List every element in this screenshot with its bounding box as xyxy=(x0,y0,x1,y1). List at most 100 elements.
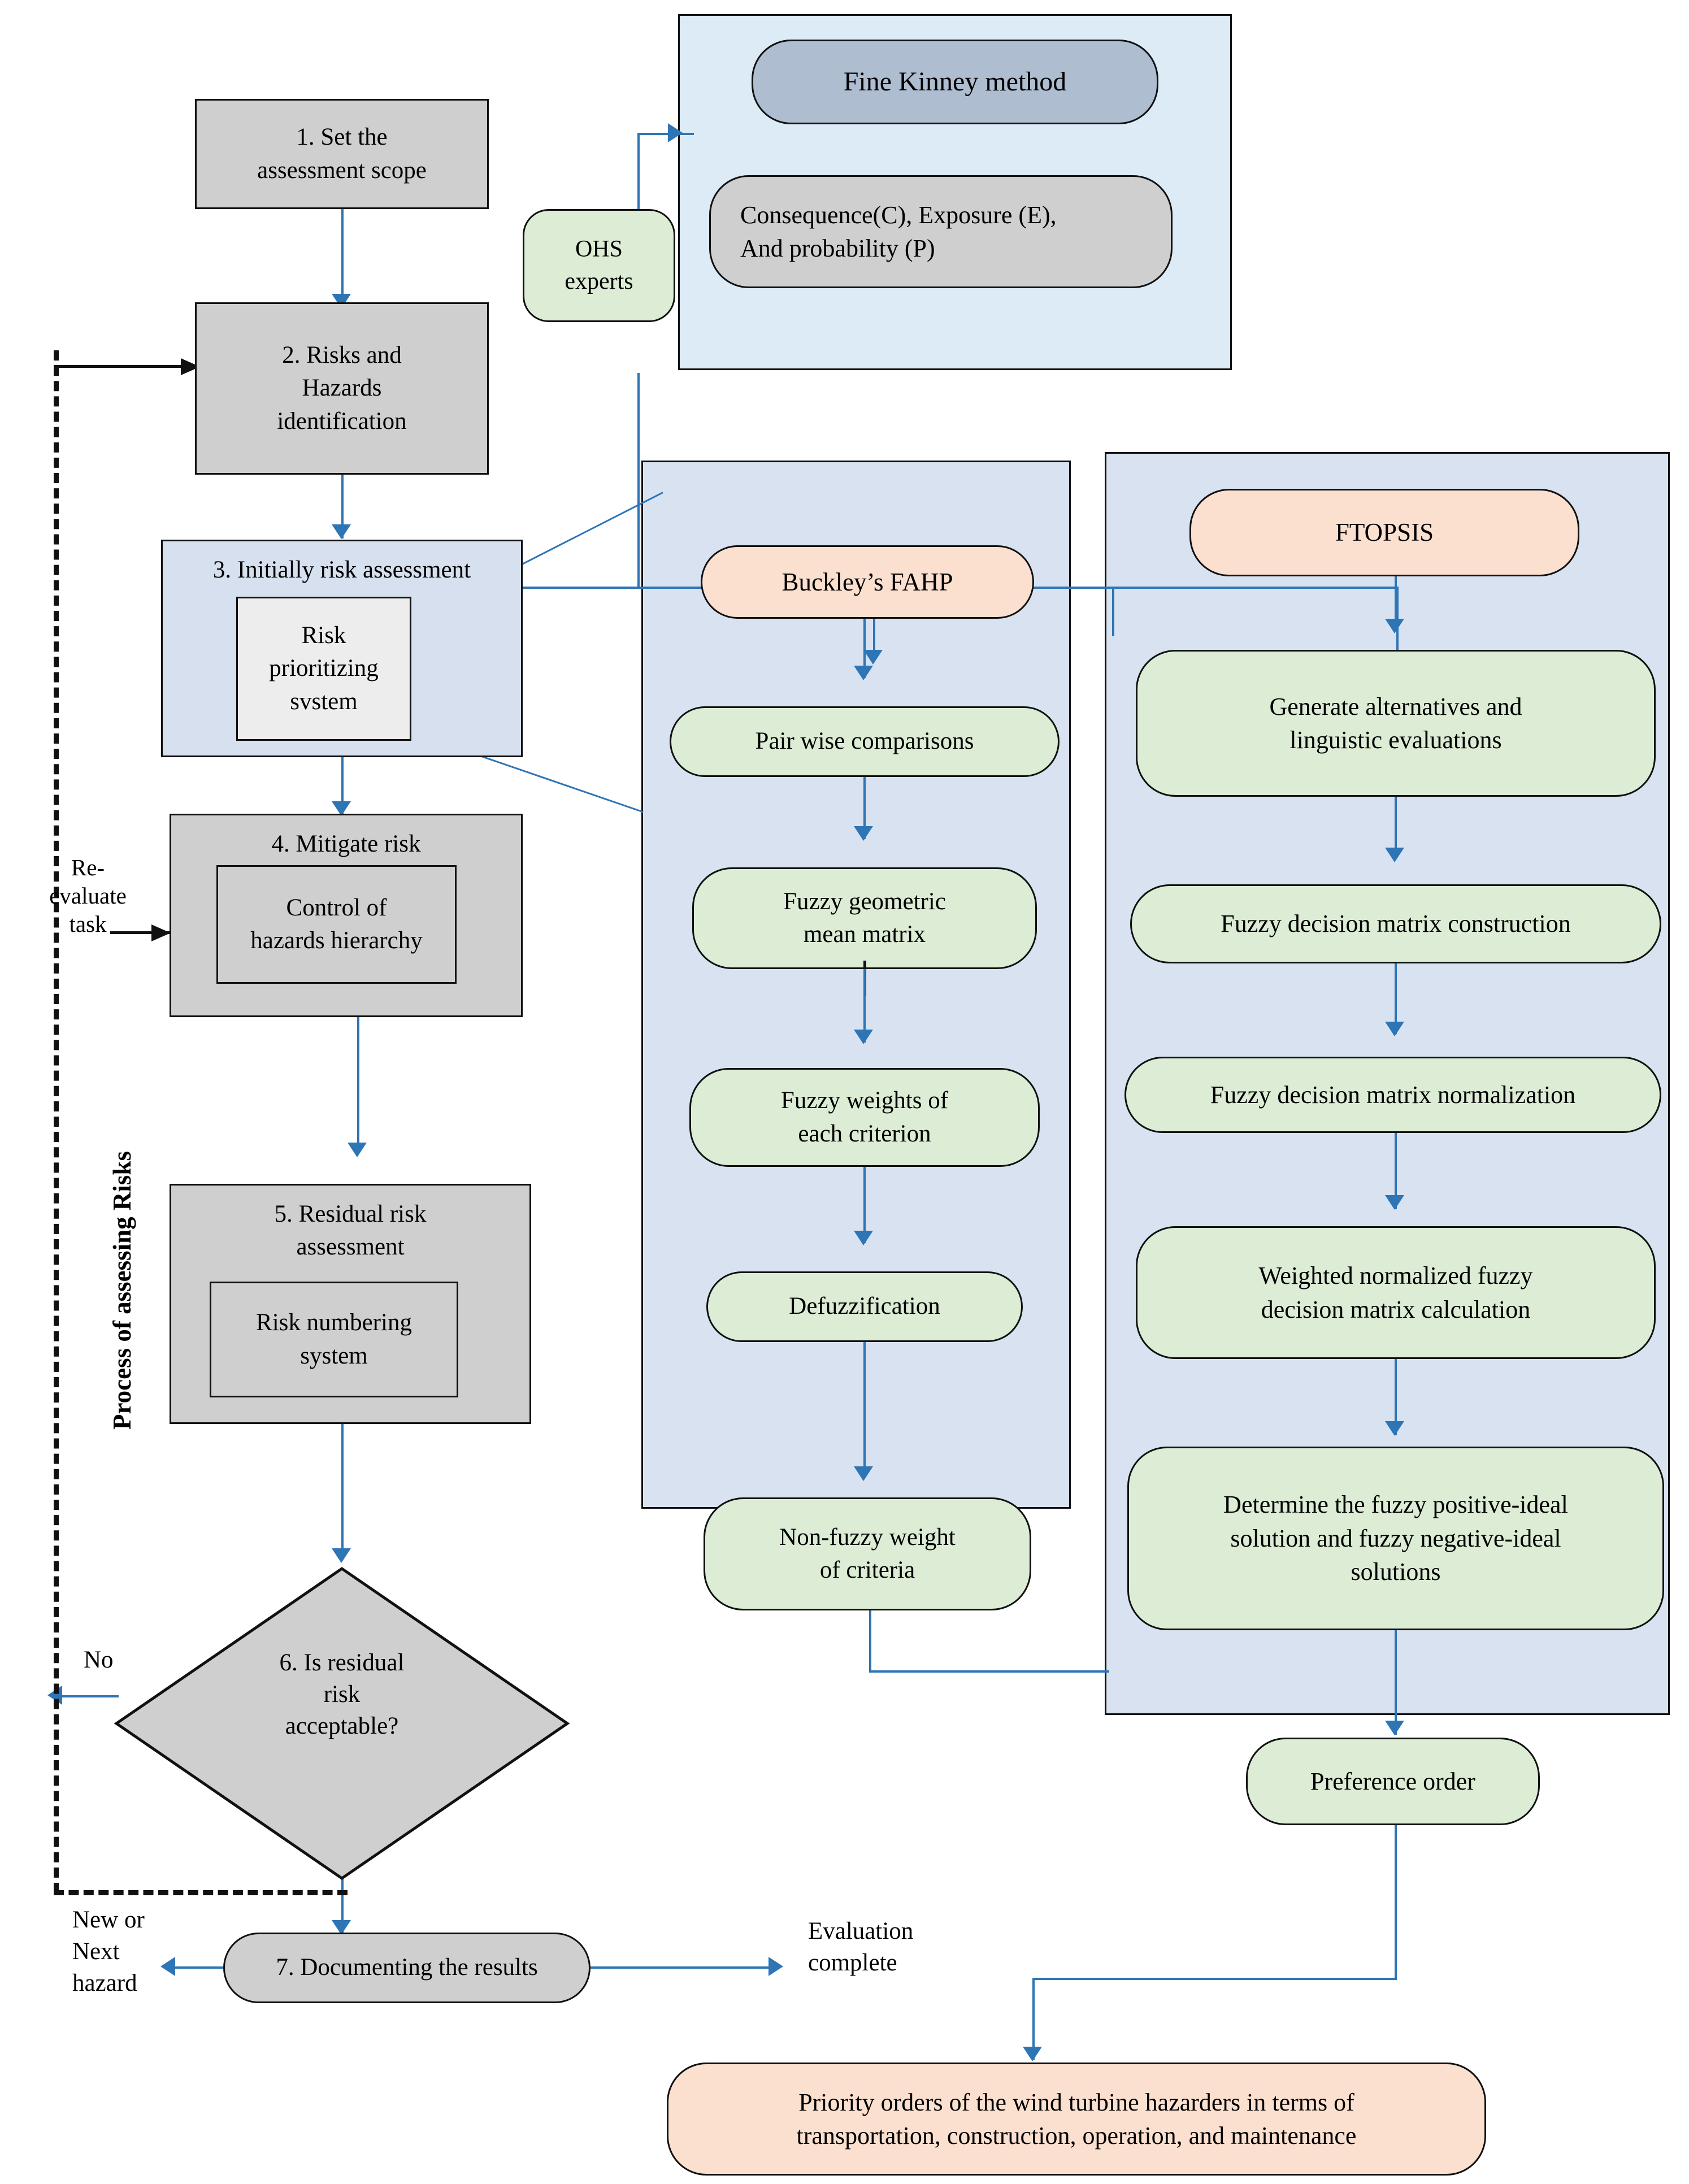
step2-label: 2. Risks and Hazards identification xyxy=(277,342,407,435)
arrow-decision-step7 xyxy=(332,1920,351,1935)
connector-fahpout-down xyxy=(869,1610,871,1673)
connector-fahp-2 xyxy=(863,777,866,839)
connector-ftopsis-4 xyxy=(1395,1133,1397,1209)
dashed-loop-vertical xyxy=(54,350,59,1893)
ftopsis-step-1[interactable]: Generate alternatives and linguistic eva… xyxy=(1136,650,1656,797)
connector-step2-step3 xyxy=(341,474,344,539)
step5-inner-label: Risk numbering system xyxy=(256,1309,412,1369)
return-bus-drop-mid xyxy=(1112,587,1114,636)
connector-experts-to-kinney xyxy=(637,133,694,135)
ftopsis-step-4[interactable]: Weighted normalized fuzzy decision matri… xyxy=(1136,1226,1656,1359)
fahp-step-2[interactable]: Fuzzy geometric mean matrix xyxy=(692,867,1037,969)
fahp-header-box[interactable]: Buckley’s FAHP xyxy=(701,545,1034,619)
step3-box[interactable]: 3. Initially risk assessment Risk priori… xyxy=(161,540,523,757)
fahp-step-1[interactable]: Pair wise comparisons xyxy=(670,706,1060,777)
step5-inner-box[interactable]: Risk numbering system xyxy=(210,1282,458,1397)
ftopsis-header-label: FTOPSIS xyxy=(1335,518,1434,547)
kinney-factors-box[interactable]: Consequence(C), Exposure (E), And probab… xyxy=(709,175,1173,288)
ftopsis-step-3[interactable]: Fuzzy decision matrix normalization xyxy=(1124,1057,1661,1133)
label-no: No xyxy=(84,1647,114,1673)
dashed-loop-bottom-arm xyxy=(54,1890,348,1895)
connector-fahp-4 xyxy=(863,1167,866,1243)
axis-label-process: Process of assessing Risks xyxy=(108,1151,136,1430)
arrow-ftopsis-out xyxy=(1385,1721,1404,1735)
connector-step1-step2 xyxy=(341,209,344,302)
step4-title: 4. Mitigate risk xyxy=(271,831,421,857)
dashed-loop-top-arm xyxy=(54,365,184,368)
arrow-pref-to-final xyxy=(1023,2047,1042,2061)
connector-fahp-3 xyxy=(863,969,866,1043)
fahp-step-4[interactable]: Defuzzification xyxy=(706,1271,1023,1342)
arrow-step5-decision xyxy=(332,1548,351,1563)
connector-experts-down xyxy=(637,373,640,588)
step2-box[interactable]: 2. Risks and Hazards identification xyxy=(195,302,489,475)
arrow-fahp-4 xyxy=(854,1231,873,1245)
connector-pref-down xyxy=(1395,1825,1397,1979)
arrow-ftopsis-4 xyxy=(1385,1195,1404,1210)
arrow-ftopsis-2 xyxy=(1385,848,1404,862)
kinney-factors-label: Consequence(C), Exposure (E), And probab… xyxy=(740,201,1057,262)
connector-ftopsis-1 xyxy=(1395,576,1397,630)
decision-label: 6. Is residual risk acceptable? xyxy=(279,1649,405,1739)
step1-box[interactable]: 1. Set the assessment scope xyxy=(195,99,489,209)
ftopsis-output-label: Preference order xyxy=(1310,1767,1475,1795)
arrow-fahp-out xyxy=(854,1466,873,1481)
ohs-experts-label: OHS experts xyxy=(565,236,633,294)
ftopsis-header-box[interactable]: FTOPSIS xyxy=(1189,489,1579,576)
final-result-box[interactable]: Priority orders of the wind turbine haza… xyxy=(667,2063,1486,2176)
ftopsis-step-2[interactable]: Fuzzy decision matrix construction xyxy=(1130,884,1661,963)
arrow-bus-to-fahp-panel xyxy=(863,650,883,665)
arrow-step7-newhazard xyxy=(160,1957,175,1976)
decision-diamond[interactable] xyxy=(113,1565,571,1882)
connector-experts-up xyxy=(637,133,640,263)
label-new-next-hazard: New or Next hazard xyxy=(72,1907,145,1996)
connector-ftopsis-2 xyxy=(1395,797,1397,859)
fahp-step-1-label: Pair wise comparisons xyxy=(755,728,974,755)
step4-inner-box[interactable]: Control of hazards hierarchy xyxy=(216,865,457,984)
arrow-step4-step5 xyxy=(348,1143,367,1157)
step5-title: 5. Residual risk assessment xyxy=(274,1201,427,1261)
connector-step4-step5 xyxy=(357,1017,359,1153)
step4-box[interactable]: 4. Mitigate risk Control of hazards hier… xyxy=(170,814,523,1017)
ftopsis-output-box[interactable]: Preference order xyxy=(1246,1738,1540,1825)
step1-label: 1. Set the assessment scope xyxy=(257,124,427,184)
connector-ftopsis-out xyxy=(1395,1630,1397,1735)
arrow-ftopsis-5 xyxy=(1385,1421,1404,1436)
step4-inner-label: Control of hazards hierarchy xyxy=(250,894,423,954)
ohs-experts-box[interactable]: OHS experts xyxy=(523,209,675,322)
connector-ftopsis-5 xyxy=(1395,1359,1397,1435)
arrow-fahp-1 xyxy=(854,666,873,680)
arrow-step3-step4 xyxy=(332,801,351,816)
fahp-step-2-label: Fuzzy geometric mean matrix xyxy=(783,888,946,948)
connector-fahp-1 xyxy=(863,619,866,678)
fahp-header-label: Buckley’s FAHP xyxy=(781,567,953,596)
step3-inner-label: Risk prioritizing svstem xyxy=(269,622,379,715)
arrow-ftopsis-1 xyxy=(1385,619,1404,633)
fahp-step-3[interactable]: Fuzzy weights of each criterion xyxy=(689,1068,1040,1167)
step5-box[interactable]: 5. Residual risk assessment Risk numberi… xyxy=(170,1184,531,1424)
arrow-experts-to-kinney xyxy=(668,123,683,142)
arrow-fahp-2 xyxy=(854,826,873,841)
connector-step5-decision xyxy=(341,1424,344,1557)
arrow-fahp-3 xyxy=(854,1030,873,1044)
ftopsis-step-1-label: Generate alternatives and linguistic eva… xyxy=(1269,692,1522,754)
final-result-label: Priority orders of the wind turbine haza… xyxy=(796,2088,1357,2150)
fahp-step-4-label: Defuzzification xyxy=(789,1293,940,1320)
ftopsis-step-3-label: Fuzzy decision matrix normalization xyxy=(1210,1080,1576,1109)
arrow-step2-step3 xyxy=(332,524,351,539)
connector-pref-to-final xyxy=(1032,1978,1035,2060)
fahp-output-box[interactable]: Non-fuzzy weight of criteria xyxy=(704,1497,1031,1610)
step3-inner-box[interactable]: Risk prioritizing svstem xyxy=(236,597,411,741)
label-evaluation-complete: Evaluation complete xyxy=(808,1918,914,1976)
connector-fahp-out xyxy=(863,1342,866,1478)
ftopsis-step-5[interactable]: Determine the fuzzy positive-ideal solut… xyxy=(1127,1447,1664,1630)
connector-reevaluate-step4 xyxy=(110,931,172,934)
ftopsis-step-4-label: Weighted normalized fuzzy decision matri… xyxy=(1258,1262,1533,1323)
connector-pref-left xyxy=(1032,1978,1397,1980)
step7-box[interactable]: 7. Documenting the results xyxy=(223,1933,591,2003)
fine-kinney-method-box[interactable]: Fine Kinney method xyxy=(752,40,1158,124)
connector-decision-no xyxy=(62,1695,119,1697)
label-reevaluate-task: Re- evaluate task xyxy=(49,854,127,937)
arrow-ftopsis-3 xyxy=(1385,1022,1404,1036)
